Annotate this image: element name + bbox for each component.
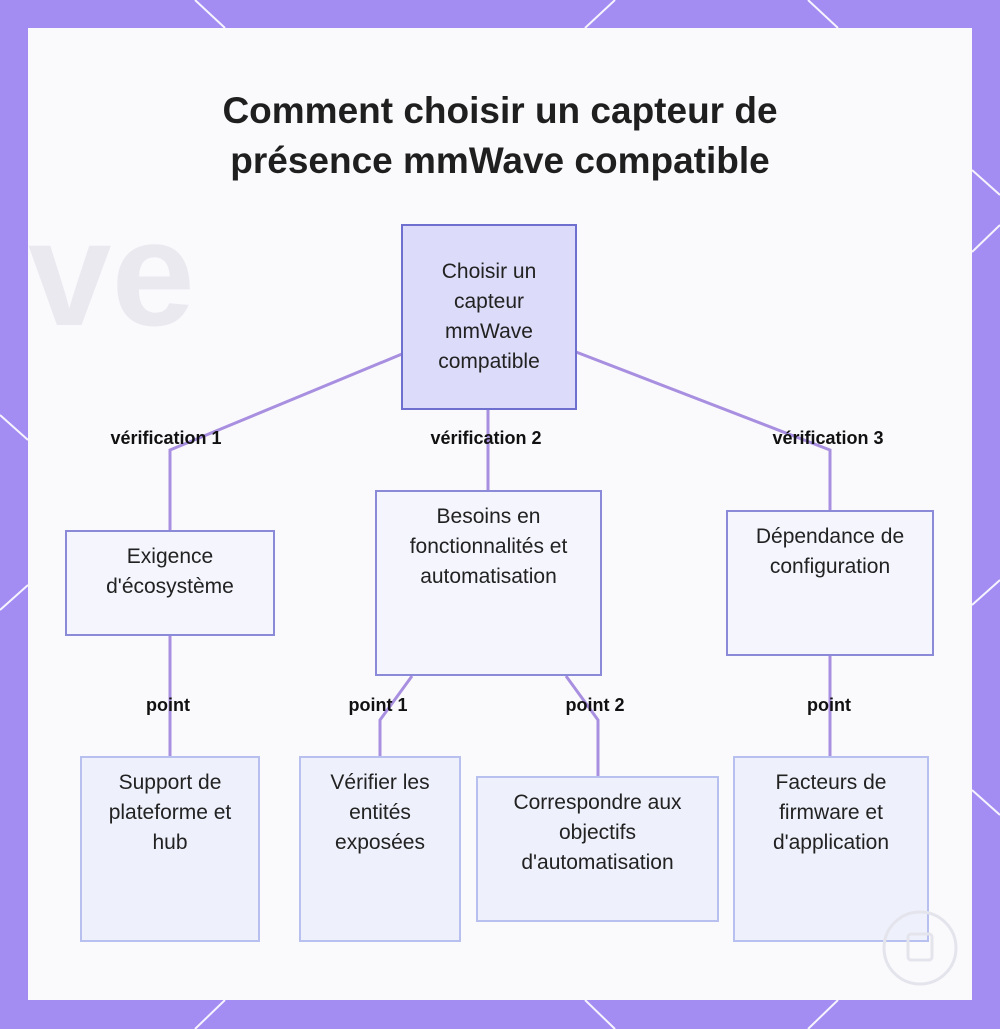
edge-label-point-c: point bbox=[807, 695, 851, 715]
node-automation-goals: Correspondre aux objectifs d'automatisat… bbox=[476, 776, 719, 922]
edge-b-b2 bbox=[564, 675, 600, 776]
node-configuration-label: Dépendance de configuration bbox=[755, 525, 905, 578]
title-line-1: Comment choisir un capteur de bbox=[222, 90, 778, 131]
connector-lines bbox=[168, 350, 832, 776]
edge-label-point-b1: point 1 bbox=[348, 695, 408, 715]
node-features-label: Besoins en fonctionnalités et automatisa… bbox=[409, 505, 568, 588]
node-configuration: Dépendance de configuration bbox=[726, 510, 934, 656]
node-firmware-label: Facteurs de firmware et d'application bbox=[772, 771, 890, 854]
node-ecosystem-label: Exigence d'écosystème bbox=[106, 545, 234, 598]
edge-label-point-a: point bbox=[146, 695, 190, 715]
edge-root-c bbox=[575, 350, 832, 510]
node-firmware: Facteurs de firmware et d'application bbox=[733, 756, 929, 942]
diagram-panel: ve Comment choisir un capteur de présenc… bbox=[28, 28, 972, 1000]
edge-label-v3: vérification 3 bbox=[772, 428, 884, 448]
edge-label-point-b2: point 2 bbox=[565, 695, 625, 715]
root-node-label: Choisir un capteur mmWave compatible bbox=[438, 260, 540, 373]
node-ecosystem: Exigence d'écosystème bbox=[65, 530, 275, 636]
edge-label-v1: vérification 1 bbox=[110, 428, 222, 448]
edge-root-a bbox=[168, 352, 403, 530]
watermark-icon bbox=[882, 910, 958, 986]
title-line-2: présence mmWave compatible bbox=[230, 140, 770, 181]
edge-label-v2: vérification 2 bbox=[430, 428, 542, 448]
root-node: Choisir un capteur mmWave compatible bbox=[401, 224, 577, 410]
node-entities: Vérifier les entités exposées bbox=[299, 756, 461, 942]
diagram-title: Comment choisir un capteur de présence m… bbox=[28, 86, 972, 186]
node-platform-hub: Support de plateforme et hub bbox=[80, 756, 260, 942]
node-features: Besoins en fonctionnalités et automatisa… bbox=[375, 490, 602, 676]
edge-b-b1 bbox=[378, 675, 414, 756]
node-platform-hub-label: Support de plateforme et hub bbox=[108, 771, 232, 854]
node-entities-label: Vérifier les entités exposées bbox=[330, 771, 430, 854]
node-automation-goals-label: Correspondre aux objectifs d'automatisat… bbox=[513, 791, 682, 874]
